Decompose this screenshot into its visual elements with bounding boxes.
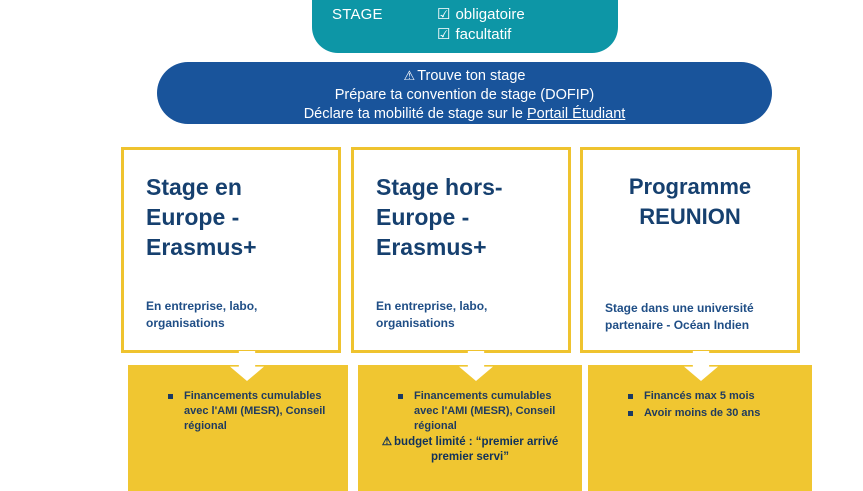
stage-options: ☑obligatoire ☑facultatif [437,5,525,45]
list-item: Financements cumulables avec l'AMI (MESR… [358,389,582,434]
budget-warning: ⚠budget limité : “premier arrivé premier… [368,435,572,465]
program-title: Programme REUNION [628,174,752,229]
program-conditions-panel: Financements cumulables avec l'AMI (MESR… [358,351,582,491]
banner-line-3: Déclare ta mobilité de stage sur le Port… [157,105,772,124]
condition-list: Financés max 5 mois Avoir moins de 30 an… [588,389,812,423]
stage-label: STAGE [332,6,383,23]
stage-option-facultatif[interactable]: ☑facultatif [437,25,525,45]
arrow-down-icon [230,351,264,381]
program-conditions-panel: Financés max 5 mois Avoir moins de 30 an… [588,351,812,491]
checkbox-checked-icon[interactable]: ☑ [437,26,451,43]
program-subtitle: En entreprise, labo, organisations [376,299,488,330]
warning-icon: ⚠ [381,436,393,448]
program-card: Stage en Europe - Erasmus+ En entreprise… [121,147,341,353]
program-title: Stage en Europe - Erasmus+ [146,174,257,260]
condition-list: Financements cumulables avec l'AMI (MESR… [358,389,582,436]
stage-option-label: obligatoire [455,6,525,23]
list-item: Avoir moins de 30 ans [588,406,812,421]
program-card: Programme REUNION Stage dans une univers… [580,147,800,353]
stage-type-box: STAGE ☑obligatoire ☑facultatif [312,0,618,53]
program-column-europe: Stage en Europe - Erasmus+ En entreprise… [121,0,353,491]
arrow-down-icon [684,351,718,381]
program-card: Stage hors-Europe - Erasmus+ En entrepri… [351,147,571,353]
program-subtitle: En entreprise, labo, organisations [146,299,258,330]
program-subtitle: Stage dans une université partenaire - O… [605,301,754,332]
budget-warning-text: budget limité : “premier arrivé premier … [394,436,559,463]
stage-option-obligatoire[interactable]: ☑obligatoire [437,5,525,25]
list-item: Financements cumulables avec l'AMI (MESR… [128,389,348,434]
portail-etudiant-link[interactable]: Portail Étudiant [526,106,626,122]
warning-icon: ⚠ [403,68,416,83]
banner-line-3-prefix: Déclare ta mobilité de stage sur le [303,106,527,122]
program-column-hors-europe: Stage hors-Europe - Erasmus+ En entrepri… [351,0,583,491]
arrow-down-icon [459,351,493,381]
list-item: Financés max 5 mois [588,389,812,404]
checkbox-checked-icon[interactable]: ☑ [437,6,451,23]
program-column-reunion: Programme REUNION Stage dans une univers… [580,0,812,491]
banner-line-2: Prépare ta convention de stage (DOFIP) [334,87,595,103]
program-conditions-panel: Financements cumulables avec l'AMI (MESR… [128,351,348,491]
banner-line-1-text: Trouve ton stage [417,68,526,84]
banner-line-1: ⚠Trouve ton stage [157,66,772,86]
steps-banner: ⚠Trouve ton stage Prépare ta convention … [157,62,772,124]
stage-option-label: facultatif [455,26,512,43]
program-title: Stage hors-Europe - Erasmus+ [376,174,503,260]
condition-list: Financements cumulables avec l'AMI (MESR… [128,389,348,436]
